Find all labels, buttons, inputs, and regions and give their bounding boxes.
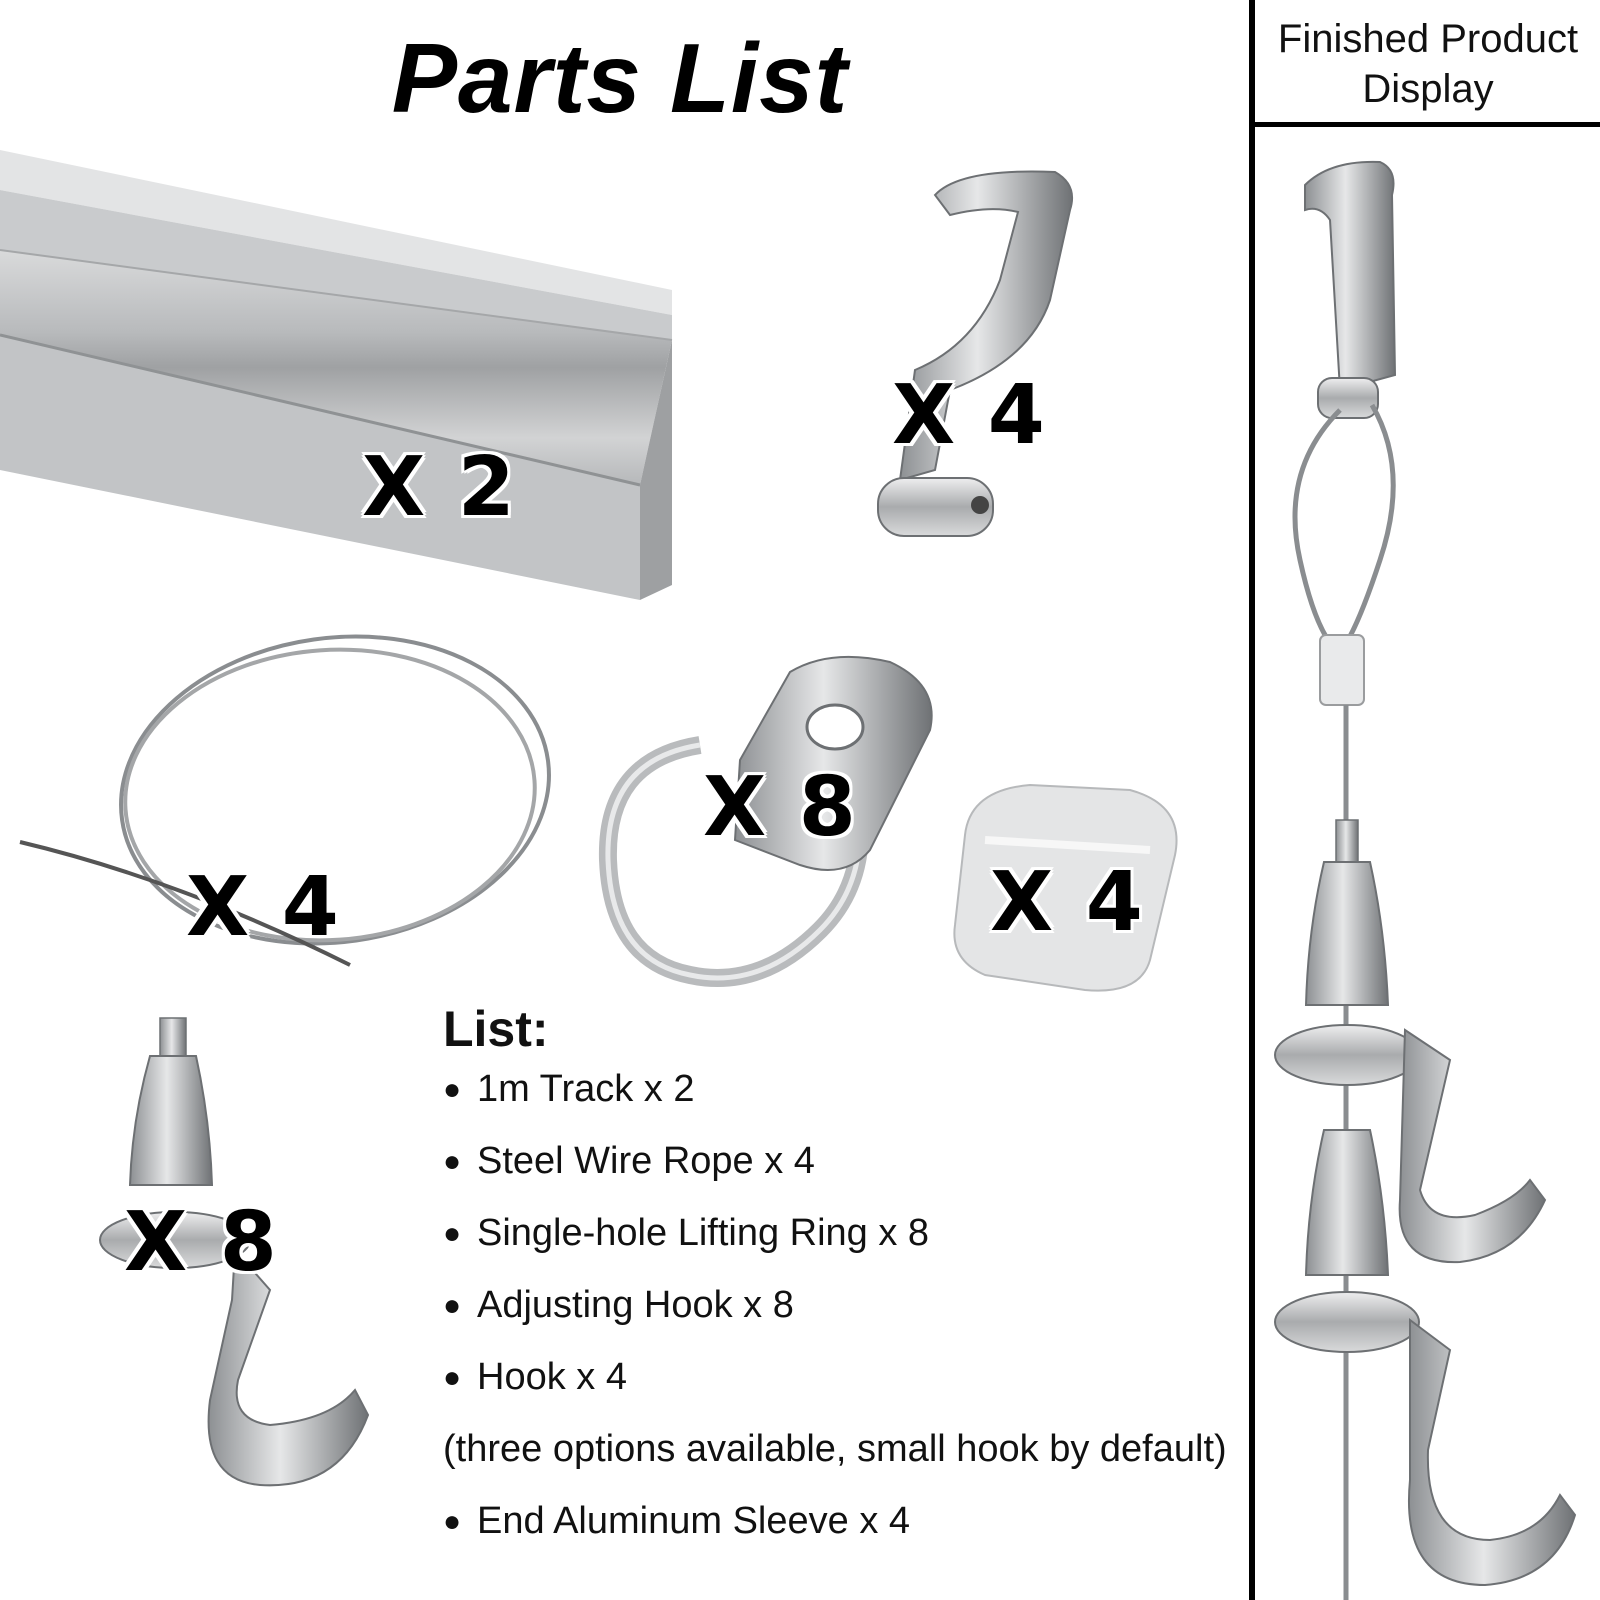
bullet: ● — [443, 1289, 462, 1322]
list-item-text: Hook x 4 — [477, 1356, 627, 1398]
list-item-text: Adjusting Hook x 8 — [477, 1284, 794, 1326]
list-item: ● 1m Track x 2 — [443, 1068, 695, 1111]
wire-image — [19, 634, 551, 967]
panel-header-divider — [1252, 122, 1600, 127]
bullet: ● — [443, 1505, 462, 1538]
ring-image — [598, 655, 933, 987]
sleeve-image — [953, 783, 1178, 992]
list-heading: List: — [443, 1001, 549, 1057]
list-item: ● Steel Wire Rope x 4 — [443, 1140, 815, 1183]
adjusting-hook-quantity: X 8 — [124, 1195, 279, 1290]
list-item-text: End Aluminum Sleeve x 4 — [477, 1500, 911, 1542]
track-image — [0, 150, 673, 600]
list-item: ● Adjusting Hook x 8 — [443, 1284, 794, 1327]
bullet: ● — [443, 1217, 462, 1250]
finished-product-image — [1274, 160, 1577, 1600]
list-item-text: Single-hole Lifting Ring x 8 — [477, 1212, 930, 1254]
hook-image — [877, 170, 1074, 537]
sleeve-quantity: X 4 — [990, 855, 1145, 950]
wire-quantity: X 4 — [186, 860, 341, 955]
list-item: ● End Aluminum Sleeve x 4 — [443, 1500, 910, 1543]
page-title: Parts List — [391, 23, 849, 133]
list-item: ● Hook x 4 — [443, 1356, 627, 1399]
list-item: ● Single-hole Lifting Ring x 8 — [443, 1212, 929, 1255]
list-item-text: 1m Track x 2 — [477, 1068, 695, 1110]
finished-product-title-line2: Display — [1362, 67, 1494, 111]
bullet: ● — [443, 1145, 462, 1178]
finished-product-title: Finished Product Display — [1258, 14, 1598, 114]
adjusting-hook-image — [99, 1017, 370, 1487]
list-item-text: Steel Wire Rope x 4 — [477, 1140, 815, 1182]
bullet: ● — [443, 1073, 462, 1106]
list-note: (three options available, small hook by … — [443, 1428, 1227, 1470]
track-quantity: X 2 — [362, 440, 517, 535]
finished-product-title-line1: Finished Product — [1277, 17, 1579, 61]
panel-divider — [1249, 0, 1255, 1600]
ring-quantity: X 8 — [703, 760, 858, 855]
bullet: ● — [443, 1361, 462, 1394]
hook-quantity: X 4 — [892, 368, 1047, 463]
